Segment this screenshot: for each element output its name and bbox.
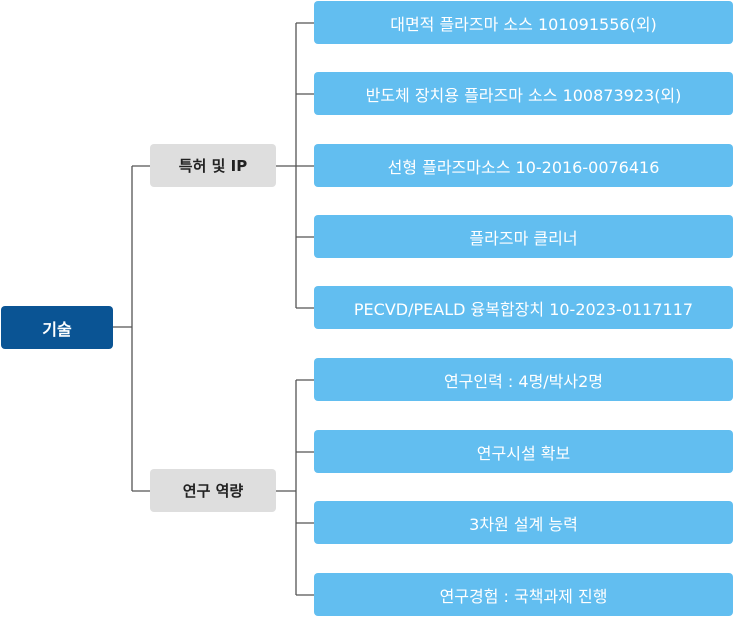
leaf-item: 연구시설 확보 [314,430,733,473]
leaf-item: 플라즈마 클리너 [314,215,733,258]
root-node: 기술 [1,306,113,349]
category-label: 특허 및 IP [178,157,248,175]
leaf-item: 3차원 설계 능력 [314,501,733,544]
category-patents-ip: 특허 및 IP [150,144,276,187]
leaf-label: 반도체 장치용 플라즈마 소스 100873923(외) [365,85,682,105]
leaf-item: 반도체 장치용 플라즈마 소스 100873923(외) [314,72,733,115]
leaf-item: 연구경험 : 국책과제 진행 [314,573,733,616]
leaf-label: 연구시설 확보 [476,443,571,463]
leaf-label: PECVD/PEALD 융복합장치 10-2023-0117117 [353,299,694,319]
leaf-label: 연구인력 : 4명/박사2명 [443,371,604,391]
leaf-label: 연구경험 : 국책과제 진행 [439,586,608,606]
leaf-item: PECVD/PEALD 융복합장치 10-2023-0117117 [314,286,733,329]
leaf-label: 플라즈마 클리너 [469,228,578,248]
leaf-item: 대면적 플라즈마 소스 101091556(외) [314,1,733,44]
leaf-label: 대면적 플라즈마 소스 101091556(외) [390,14,657,34]
root-label: 기술 [42,319,72,339]
leaf-label: 3차원 설계 능력 [469,514,578,534]
leaf-label: 선형 플라즈마소스 10-2016-0076416 [387,157,660,177]
category-label: 연구 역량 [182,482,244,500]
category-research-capability: 연구 역량 [150,469,276,512]
leaf-item: 연구인력 : 4명/박사2명 [314,358,733,401]
leaf-item: 선형 플라즈마소스 10-2016-0076416 [314,144,733,187]
